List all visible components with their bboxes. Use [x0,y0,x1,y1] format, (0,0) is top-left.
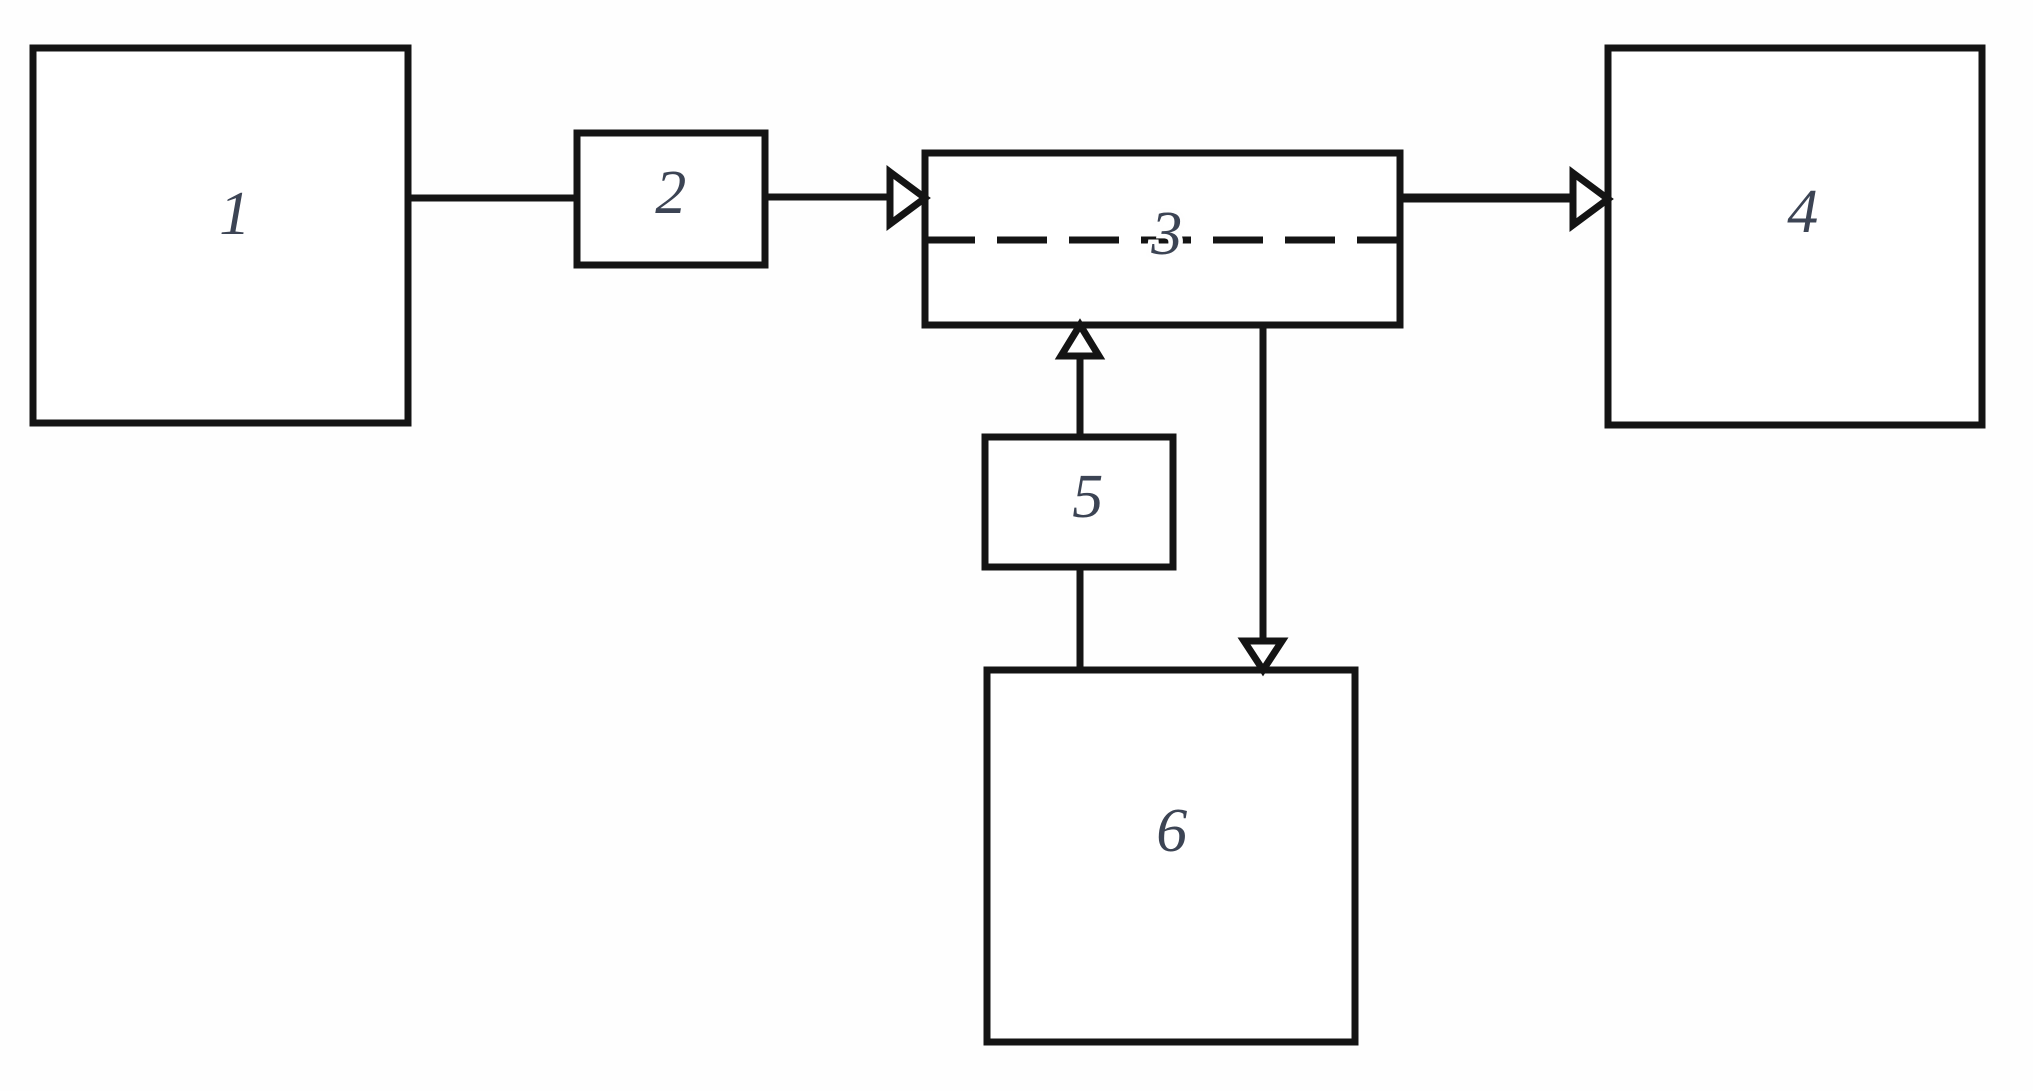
node-label-6: 6 [1156,797,1188,865]
arrowhead-into-node-4 [1569,166,1614,232]
node-label-1: 1 [219,180,251,248]
label-layer: 1 2 3 4 5 6 [219,159,1819,865]
node-label-5: 5 [1072,463,1104,531]
node-box-5[interactable] [981,433,1177,571]
node-box-1[interactable] [29,44,412,427]
node-box-6[interactable] [983,666,1359,1046]
node-label-3: 3 [1150,200,1183,268]
node-box-4[interactable] [1604,44,1986,429]
arrowhead-into-node-6-from-node-3 [1237,637,1289,677]
arrowhead-into-node-3 [886,165,931,231]
arrowhead-into-node-3-from-node-5 [1054,318,1106,360]
arrowhead-layer [886,165,1614,677]
node-label-2: 2 [655,159,687,227]
node-label-4: 4 [1787,178,1819,246]
node-box-2[interactable] [573,129,769,269]
node-layer [29,44,1986,1046]
